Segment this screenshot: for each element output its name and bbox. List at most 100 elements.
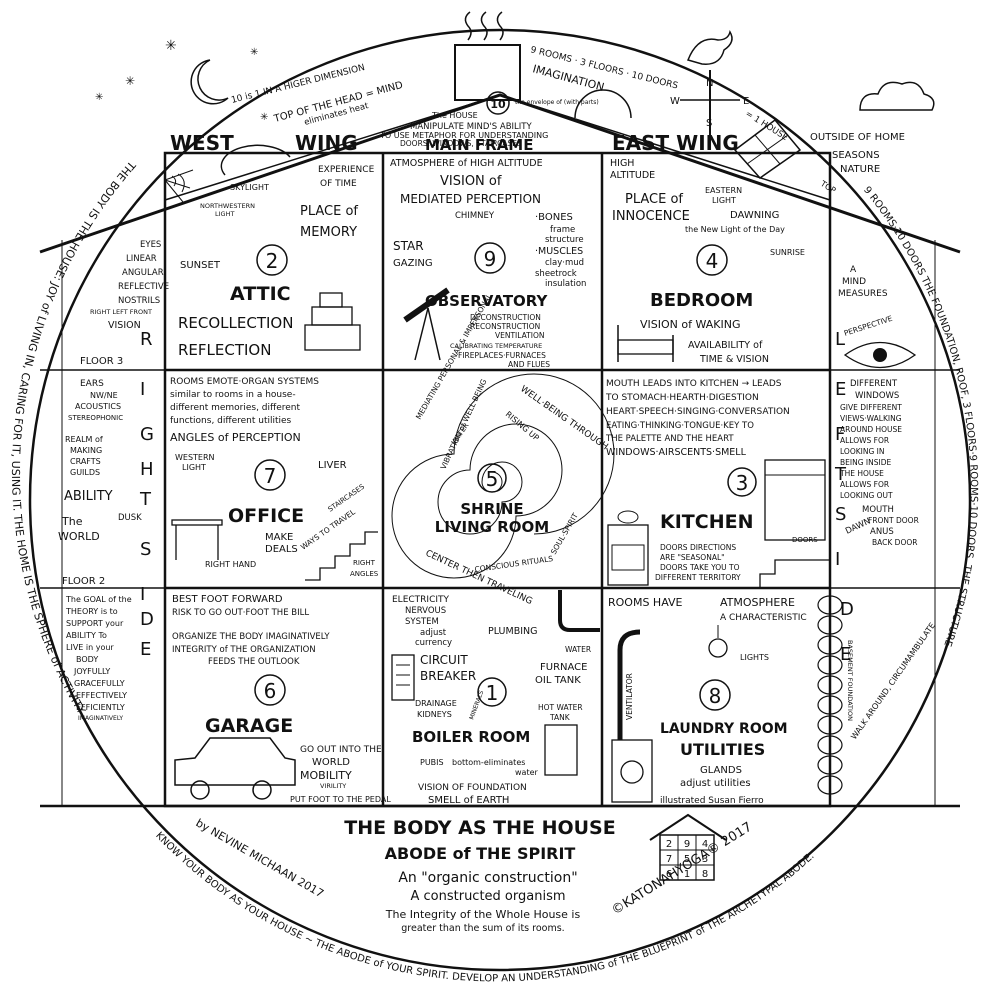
obs-chimney: CHIMNEY	[455, 211, 495, 221]
chimney	[454, 44, 521, 101]
left-letter-6: I	[835, 549, 840, 570]
obs-gazing: GAZING	[393, 258, 433, 269]
kit-stomach: TO STOMACH·HEARTH·DIGESTION	[605, 393, 759, 403]
bed-light: LIGHT	[712, 196, 736, 205]
bed-sunrise: SUNRISE	[770, 248, 805, 257]
ms-8: 8	[702, 869, 708, 880]
gar-organize: ORGANIZE THE BODY IMAGINATIVELY	[172, 632, 330, 642]
bed-vision: VISION of WAKING	[640, 318, 741, 331]
east-perspective: PERSPECTIVE	[843, 314, 894, 338]
outer-circle	[28, 28, 972, 972]
left-letter-1: L	[835, 329, 845, 350]
boil-smell: SMELL of EARTH	[428, 795, 509, 806]
obs-name: OBSERVATORY	[425, 292, 549, 310]
left-letter-4: T	[834, 464, 847, 485]
compass-e: E	[743, 96, 749, 107]
off-similar: similar to rooms in a house-	[170, 390, 296, 400]
goal-6: BODY	[76, 655, 98, 664]
room-boiler: ELECTRICITY NERVOUS SYSTEM adjust curren…	[391, 590, 600, 806]
star-icon: ✳	[95, 92, 103, 103]
stone-column-icon	[817, 595, 843, 795]
shrine-soul: SOUL·SPIRIT	[549, 511, 580, 556]
east-wing-label: EAST WING	[612, 131, 739, 155]
spiral-graphic	[391, 373, 615, 579]
lau-adjust: adjust utilities	[680, 778, 751, 789]
west-wing-label: WEST	[170, 131, 234, 155]
right-letter-9: E	[140, 639, 151, 660]
room-observatory: ATMOSPHERE of HIGH ALTITUDE VISION of ME…	[390, 158, 586, 369]
boil-water-small: water	[515, 768, 539, 777]
obs-calibrating: CALIBRATING TEMPERATURE	[450, 342, 542, 350]
circuit-breaker-icon	[391, 654, 415, 701]
kit-palette: THE PALETTE AND THE HEART	[605, 434, 734, 444]
gar-name: GARAGE	[205, 715, 293, 737]
off-make: MAKE	[265, 532, 293, 543]
east-basement: BASEMENT FOUNDATION	[846, 640, 854, 721]
attic-number: 2	[266, 249, 279, 273]
telescope-icon	[403, 287, 450, 361]
metaphor-text: TO USE METAPHOR FOR UNDERSTANDING	[379, 131, 548, 140]
star-icon: ✳	[260, 112, 268, 123]
lau-ventilator: VENTILATOR	[625, 673, 634, 720]
goal-11: IMAGINATIVELY	[78, 715, 123, 722]
west-floor3: FLOOR 3	[80, 356, 123, 367]
compass-w: W	[670, 96, 680, 107]
door-icon	[759, 459, 830, 588]
bed-innocence: INNOCENCE	[612, 209, 690, 224]
obs-ventilation: VENTILATION	[495, 331, 544, 340]
east-mouth: MOUTH	[862, 505, 894, 515]
west-linear: LINEAR	[126, 254, 157, 264]
kit-name: KITCHEN	[660, 511, 753, 533]
east-walk: WALK AROUND, CIRCUMAMBULATE	[849, 621, 937, 741]
manipulate-text: MANIPULATE MIND'S ABILITY	[410, 122, 532, 132]
gar-virility: VIRILITY	[320, 782, 346, 790]
west-the: The	[61, 515, 83, 528]
win-6: ALLOWS FOR	[840, 436, 889, 445]
magic-square-icon	[649, 813, 727, 881]
bed-high: HIGH	[610, 158, 634, 169]
bed-place-of: PLACE of	[625, 192, 683, 207]
ms-2: 4	[702, 839, 708, 850]
goal-2: THEORY is to	[65, 607, 118, 616]
west-crafts: CRAFTS	[70, 457, 101, 466]
bed-icon	[617, 325, 674, 362]
star-icon: ✳	[250, 47, 258, 58]
obs-sheetrock: sheetrock	[535, 269, 577, 279]
gar-go-out: GO OUT INTO THE	[300, 745, 382, 755]
compass-n: N	[706, 78, 713, 89]
right-letter-2: I	[140, 379, 145, 400]
goal-8: GRACEFULLY	[74, 679, 125, 688]
ms-4: 5	[684, 854, 690, 865]
attic-of-time: OF TIME	[320, 179, 357, 189]
west-nostrils: NOSTRILS	[118, 296, 160, 306]
win-10: ALLOWS FOR	[840, 480, 889, 489]
west-dusk: DUSK	[118, 513, 142, 523]
east-front-door: FRONT DOOR	[868, 516, 919, 525]
win-4: VIEWS·WALKING	[840, 414, 902, 423]
off-light: LIGHT	[182, 463, 206, 472]
off-number: 7	[264, 464, 277, 488]
gar-feeds: FEEDS THE OUTLOOK	[208, 657, 300, 667]
shrine-name: SHRINE	[460, 500, 523, 518]
car-icon	[174, 737, 296, 800]
gar-pedal: PUT FOOT TO THE PEDAL	[290, 795, 391, 804]
cloud-icon	[859, 81, 935, 111]
obs-star: STAR	[393, 239, 424, 253]
footer-line-2: A constructed organism	[410, 889, 565, 904]
west-nwne: NW/NE	[90, 391, 118, 400]
kit-number: 3	[736, 471, 749, 495]
ms-1: 9	[684, 839, 690, 850]
room-grid	[40, 151, 960, 808]
attic-experience: EXPERIENCE	[318, 165, 375, 175]
lau-illustrated: illustrated Susan Fierro	[660, 796, 764, 806]
boil-minerals: MINERALS	[468, 690, 485, 721]
obs-atmosphere: ATMOSPHERE of HIGH ALTITUDE	[390, 158, 543, 169]
win-11: LOOKING OUT	[840, 491, 893, 500]
win-3: GIVE DIFFERENT	[840, 403, 902, 412]
lightbulb-icon	[708, 625, 728, 658]
west-vision: VISION	[108, 320, 141, 331]
lau-rooms-have: ROOMS HAVE	[608, 596, 683, 609]
off-angles: ANGLES of PERCEPTION	[170, 431, 301, 444]
staircase-icon	[305, 531, 378, 581]
lau-atmosphere: ATMOSPHERE	[720, 596, 795, 609]
